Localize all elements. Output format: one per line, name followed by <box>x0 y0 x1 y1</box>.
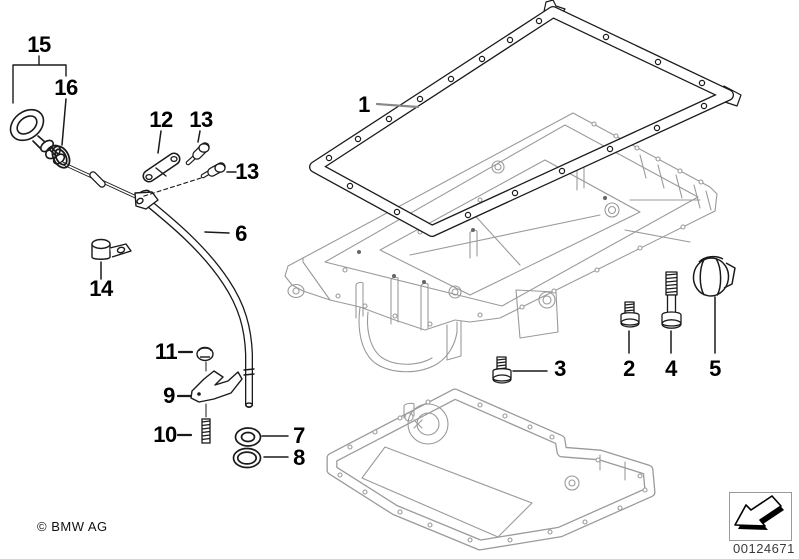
bolt-3-drawing <box>492 356 512 384</box>
dipstick-drawing <box>9 108 138 199</box>
bolt-4-drawing <box>661 271 682 329</box>
callout-4[interactable]: 4 <box>665 356 677 381</box>
thumbnail-nav-button[interactable] <box>729 492 792 541</box>
bolt-13b-drawing <box>200 162 226 179</box>
leader-lines <box>12 55 716 458</box>
callout-11[interactable]: 11 <box>154 339 178 364</box>
callout-16[interactable]: 16 <box>54 75 78 100</box>
callout-2[interactable]: 2 <box>623 356 635 381</box>
holder-12-drawing <box>142 152 181 183</box>
image-number: 00124671 <box>733 541 795 556</box>
return-arrow-icon <box>734 495 784 530</box>
guide-tube-drawing <box>134 189 255 408</box>
cap-nut-11-drawing <box>196 346 214 362</box>
callout-15[interactable]: 15 <box>27 32 51 57</box>
bolt-2-drawing <box>620 301 640 328</box>
callout-1[interactable]: 1 <box>358 92 370 117</box>
callout-8[interactable]: 8 <box>293 445 305 470</box>
callout-13-1[interactable]: 13 <box>189 107 213 132</box>
clamp-14-drawing <box>91 238 132 260</box>
callout-13-2[interactable]: 13 <box>235 159 259 184</box>
callout-7[interactable]: 7 <box>293 423 305 448</box>
copyright-text: © BMW AG <box>37 519 108 534</box>
callout-6[interactable]: 6 <box>235 221 247 246</box>
oring-8-drawing <box>232 447 262 469</box>
washer-7-drawing <box>234 427 262 447</box>
stud-10-drawing <box>201 418 211 444</box>
callout-12[interactable]: 12 <box>149 107 173 132</box>
lower-sump-cover-drawing <box>326 388 656 551</box>
callout-3[interactable]: 3 <box>554 356 566 381</box>
callout-10[interactable]: 10 <box>153 422 177 447</box>
bolt-13a-drawing <box>185 142 210 166</box>
oil-pan-gasket-drawing <box>309 0 742 237</box>
callout-5[interactable]: 5 <box>709 356 721 381</box>
sealing-cap-5-drawing <box>692 255 736 297</box>
callout-14[interactable]: 14 <box>89 276 113 301</box>
bracket-9-drawing <box>190 370 243 403</box>
oil-pan-drawing <box>284 112 718 373</box>
callout-9[interactable]: 9 <box>163 383 175 408</box>
